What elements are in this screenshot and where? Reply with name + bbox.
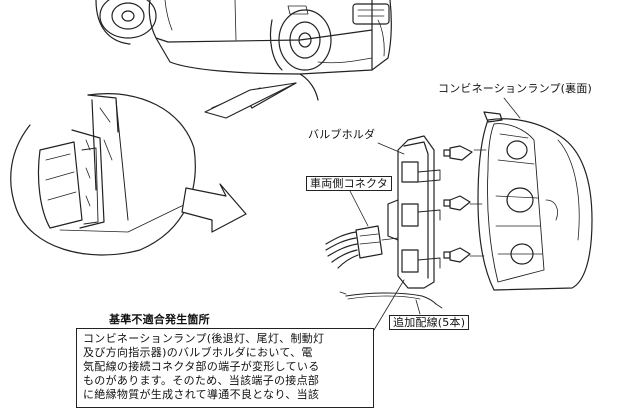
bulbs (443, 145, 487, 263)
combination-lamp-back (477, 111, 593, 291)
circle-detail (10, 93, 196, 256)
defect-description-box: コンビネーションランプ(後退灯、尾灯、制動灯 及び方向指示器)のバルブホルダにお… (76, 328, 374, 408)
defect-location-heading: 基準不適合発生箇所 (109, 313, 210, 326)
vehicle-connector (325, 225, 399, 269)
combination-lamp-label: コンビネーションランプ(裏面) (438, 82, 593, 95)
bulb-holder (387, 135, 441, 289)
description-line: コンビネーションランプ(後退灯、尾灯、制動灯 (83, 332, 325, 345)
vehicle-connector-label: 車両側コネクタ (306, 176, 392, 191)
description-line: に絶縁物質が生成されて導通不良となり、当該 (83, 388, 320, 401)
description-line: 気配線の接続コネクタ部の端子が変形している (83, 360, 320, 373)
additional-wiring (345, 292, 437, 305)
bulb-holder-label: バルブホルダ (308, 128, 376, 141)
arrow-detail-to-exploded (181, 183, 247, 233)
description-line: 及び方向指示器)のバルブホルダにおいて、電 (83, 346, 313, 359)
description-line: ものがあります。そのため、当該端子の接点部 (83, 374, 320, 387)
leader-lines (349, 97, 521, 331)
car-rear-illustration (95, 0, 392, 101)
additional-wiring-label: 追加配線(5本) (389, 315, 470, 330)
